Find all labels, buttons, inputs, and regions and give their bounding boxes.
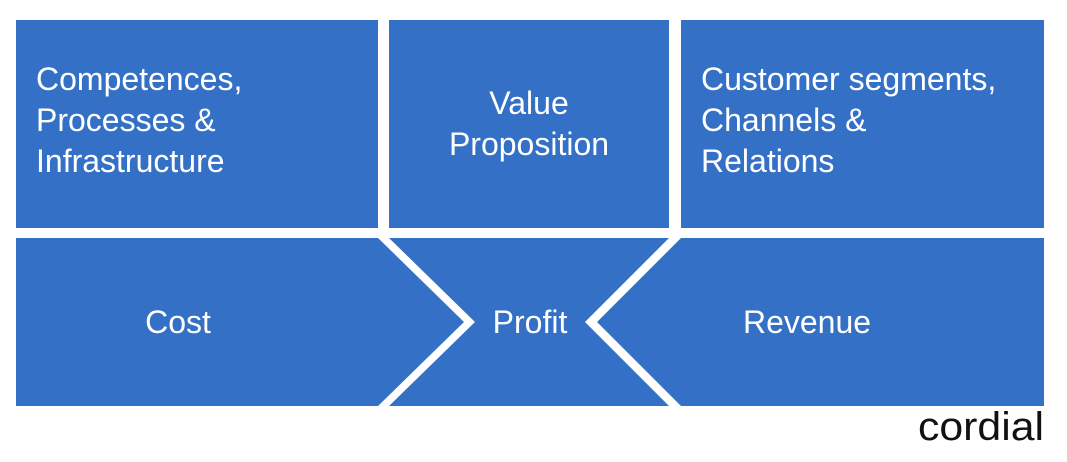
cost-arrow xyxy=(16,238,464,406)
value-proposition-label: Value Proposition xyxy=(448,85,610,162)
cordial-logo-text: cordial xyxy=(918,405,1044,448)
customer-label: Customer segments, Channels & Relations xyxy=(701,61,997,179)
competences-block xyxy=(16,20,378,228)
profit-chevron xyxy=(389,238,669,406)
cordial-logo: cordial xyxy=(918,405,1044,448)
revenue-label: Revenue xyxy=(742,304,872,340)
customer-block xyxy=(681,20,1044,228)
value-proposition-block xyxy=(389,20,669,228)
competences-label: Competences, Processes & Infrastructure xyxy=(36,61,243,179)
revenue-arrow xyxy=(597,238,1044,406)
cost-label: Cost xyxy=(145,304,211,340)
profit-label: Profit xyxy=(492,304,568,340)
